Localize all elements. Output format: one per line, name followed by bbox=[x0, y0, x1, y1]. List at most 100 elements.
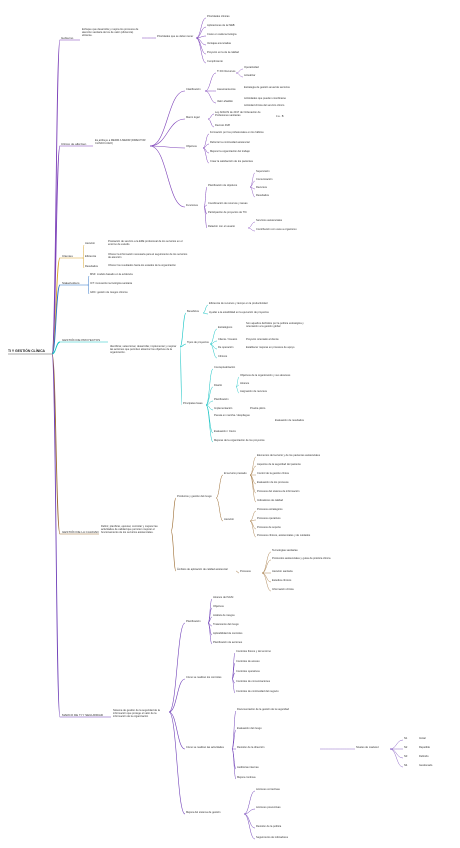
fases-diseno-item[interactable]: Objetivos de la organización y sus alcan… bbox=[240, 374, 291, 377]
root-node[interactable]: TI Y GESTIÓN CLÍNICA bbox=[8, 349, 45, 353]
tipos-item[interactable]: Clínicos bbox=[218, 355, 228, 358]
marco-mgmt-item[interactable]: Acciones preventivas bbox=[256, 806, 281, 809]
marco-plan-item[interactable]: Planificación de acciones bbox=[213, 641, 243, 644]
gestion-main-item[interactable]: Evaluación de los procesos bbox=[257, 481, 289, 484]
branch-stakeholders-label[interactable]: Stakeholders bbox=[62, 281, 80, 285]
fases-eval-item[interactable]: Evaluación de resultados bbox=[275, 419, 304, 422]
funciones-plan-item[interactable]: Comunicación bbox=[256, 178, 273, 181]
gestion-aten-item[interactable]: Procesos estratégicos bbox=[257, 508, 283, 511]
gestion-main-item[interactable]: Indicadores de calidad bbox=[257, 499, 283, 502]
marco-legal-item[interactable]: Decreto 46/8 bbox=[215, 124, 230, 127]
marco-plan-item[interactable]: Alcance del SGSI bbox=[213, 596, 234, 599]
beneficios-item[interactable]: Eficiencia de recursos y tiempo en la pr… bbox=[209, 302, 268, 305]
marco-dl-item[interactable]: Evaluación del riesgo bbox=[237, 727, 262, 730]
funciones-label[interactable]: Funciones bbox=[186, 204, 198, 207]
marco-plan-item[interactable]: Objetivos bbox=[213, 605, 224, 608]
gestion-main-item[interactable]: Aspectos de la seguridad del paciente bbox=[257, 463, 301, 466]
branch-clientes-label[interactable]: Clientes bbox=[62, 254, 73, 258]
marco-como-item[interactable]: Controles de acceso bbox=[236, 660, 260, 663]
clasificacion-sub-item[interactable]: Operatividad bbox=[244, 66, 259, 69]
stakeholders-item[interactable]: GRC: gestión de riesgos clínicos bbox=[90, 291, 128, 294]
clientes-key[interactable]: Atención bbox=[85, 242, 96, 245]
funciones-plan-item[interactable]: Recursos bbox=[256, 186, 267, 189]
objetivos-item[interactable]: Reforzar la continuidad asistencial bbox=[210, 141, 250, 144]
gobierno-item[interactable]: Proyecto en la de la calidad bbox=[207, 51, 239, 54]
tipos-item[interactable]: De operación bbox=[218, 346, 234, 349]
funciones-item[interactable]: Relación con el usuario bbox=[208, 225, 235, 228]
stakeholders-item[interactable]: ICT: innovación tecnológica sanitaria bbox=[90, 282, 133, 285]
clasificacion-sub[interactable]: TI DC Recursos bbox=[217, 70, 236, 73]
marco-mgmt-item[interactable]: Revisión de la política bbox=[256, 825, 282, 828]
fases-diseno-item[interactable]: Asignación de recursos bbox=[240, 390, 267, 393]
marco-legal-label[interactable]: Marco legal bbox=[186, 116, 200, 119]
gestion-ambitos-sub[interactable]: Procesos bbox=[240, 570, 251, 573]
marco-plan-item[interactable]: Análisis de riesgos bbox=[213, 614, 235, 617]
funciones-rel-item[interactable]: Contribución con usos a organismo bbox=[256, 228, 297, 231]
gestion-main-item[interactable]: Procesos del sistema de información bbox=[257, 490, 300, 493]
fases-item[interactable]: Conceptualización bbox=[214, 366, 236, 369]
objetivos-item[interactable]: Crear la satisfacción de los pacientes bbox=[210, 160, 253, 163]
fases-diseno-item[interactable]: Alcance bbox=[240, 382, 250, 385]
tipos-item[interactable]: Cliente / Usuario bbox=[218, 338, 238, 341]
gobierno-item[interactable]: Prioridades clínicas bbox=[207, 15, 230, 18]
gestion-ambitos-item[interactable]: Tecnologías sanitarias bbox=[272, 549, 298, 552]
tipos-estrategicos[interactable]: Estratégicos bbox=[218, 326, 233, 329]
marco-plan-label[interactable]: Planificación bbox=[186, 620, 201, 623]
marco-plan-item[interactable]: Aplicabilidad de controles bbox=[213, 632, 243, 635]
marco-legal-item[interactable]: Ley ANGOS de 2017 de Ordenación de Profe… bbox=[215, 111, 261, 118]
gestion-prod-item[interactable]: El servicio prestado bbox=[224, 472, 247, 475]
objetivos-item[interactable]: Formación por los profesionales en los h… bbox=[210, 131, 264, 134]
funciones-plan-item[interactable]: Supervisión bbox=[256, 170, 270, 173]
clasificacion-sub-item[interactable]: Actividad clínica del servicio clínico bbox=[244, 104, 285, 107]
gestion-aten-item[interactable]: Procesos clínicos, asistenciales y de cu… bbox=[257, 534, 311, 537]
fases-item[interactable]: Planificación bbox=[214, 398, 229, 401]
fases-item[interactable]: Evaluación / Cierre bbox=[214, 430, 236, 433]
fases-item[interactable]: Implementación bbox=[214, 407, 233, 410]
objetivos-label[interactable]: Objetivos bbox=[186, 145, 197, 148]
gestion-ambitos[interactable]: Ámbitos de aplicación de calidad asisten… bbox=[177, 568, 228, 571]
fases-item[interactable]: Diseño bbox=[214, 384, 223, 387]
branch-gobierno-label[interactable]: Gobierno bbox=[61, 36, 74, 40]
marco-como-item[interactable]: Controles operativos bbox=[236, 670, 260, 673]
gestion-main-item[interactable]: Control de la gestión clínica bbox=[257, 472, 289, 475]
funciones-item[interactable]: Participación de proyectos de TIC bbox=[208, 211, 247, 214]
beneficios-label[interactable]: Beneficios bbox=[187, 310, 199, 313]
marco-mgmt-label[interactable]: Mejora del sistema de gestión bbox=[186, 811, 221, 814]
clientes-key[interactable]: Resultados bbox=[85, 265, 98, 268]
fases-eval-item[interactable]: Mejoras de la organización de los proyec… bbox=[214, 439, 265, 442]
gobierno-sub[interactable]: Prioridades que se deben tener bbox=[157, 35, 194, 38]
tipos-label[interactable]: Tipos de proyectos bbox=[187, 341, 209, 344]
clasificacion-sub-item[interactable]: Actualizar bbox=[244, 74, 256, 77]
gestion-aten-item[interactable]: Procesos de soporte bbox=[257, 526, 281, 529]
fases-impl[interactable]: Prueba piloto bbox=[250, 407, 266, 410]
gestion-ambitos-item[interactable]: Atención sanitaria bbox=[272, 570, 293, 573]
gestion-prod[interactable]: Productos y gestión del riesgo bbox=[177, 495, 212, 498]
branch-gestion-label[interactable]: GESTIÓN DE LA CALIDAD bbox=[62, 530, 99, 534]
marco-mgmt-item[interactable]: Acciones correctivas bbox=[256, 788, 280, 791]
gestion-main-item[interactable]: Elementos del servicio y de los paciente… bbox=[257, 454, 321, 457]
fases-impl2[interactable]: Puesta en marcha / despliegue bbox=[214, 414, 250, 417]
marco-dl-label[interactable]: Cómo se realizan las actividades bbox=[186, 746, 224, 749]
marco-como-item[interactable]: Controles de continuidad del negocio bbox=[236, 690, 279, 693]
marco-como-item[interactable]: Controles de comunicaciones bbox=[236, 680, 271, 683]
gobierno-item[interactable]: Costo en cada tecnología bbox=[207, 33, 237, 36]
clasificacion-sub[interactable]: Valor añadido bbox=[217, 100, 233, 103]
marco-como-item[interactable]: Controles físicos y del entorno bbox=[236, 650, 271, 653]
branch-marco-label[interactable]: MARCO DE TI Y SEGURIDAD bbox=[62, 713, 104, 717]
clasificacion-label[interactable]: Clasificación bbox=[186, 88, 201, 91]
marco-dl-item[interactable]: Documentación de la gestión de la seguri… bbox=[237, 708, 289, 711]
fases-label[interactable]: Principales fases bbox=[183, 402, 203, 405]
gestion-aten-item[interactable]: Procesos operativos bbox=[257, 517, 281, 520]
marco-plan-item[interactable]: Tratamiento del riesgo bbox=[213, 623, 239, 626]
clasificacion-sub-item[interactable]: Estrategia de gestión anual de servicios bbox=[244, 86, 290, 89]
branch-clinico-label[interactable]: Clínico de allá bien bbox=[61, 142, 87, 146]
stakeholders-item[interactable]: MSF: modelo basado en la evidencia bbox=[90, 273, 133, 276]
clasificacion-sub[interactable]: Asesoramientos bbox=[217, 88, 236, 91]
marco-como-label[interactable]: Cómo se realizan los controles bbox=[186, 676, 222, 679]
gobierno-item[interactable]: Aplicaciones de la ISEB bbox=[207, 24, 235, 27]
gobierno-item[interactable]: Ventajas anunciadas bbox=[207, 42, 231, 45]
gestion-ambitos-item[interactable]: Estudios clínicos bbox=[272, 579, 292, 582]
beneficios-item[interactable]: Ayudar a la estabilidad en la ejecución … bbox=[209, 311, 269, 314]
gestion-ambitos-item[interactable]: Protocolos asistenciales y guías de prác… bbox=[272, 557, 331, 560]
gobierno-item[interactable]: Cumplimiento bbox=[207, 60, 223, 63]
